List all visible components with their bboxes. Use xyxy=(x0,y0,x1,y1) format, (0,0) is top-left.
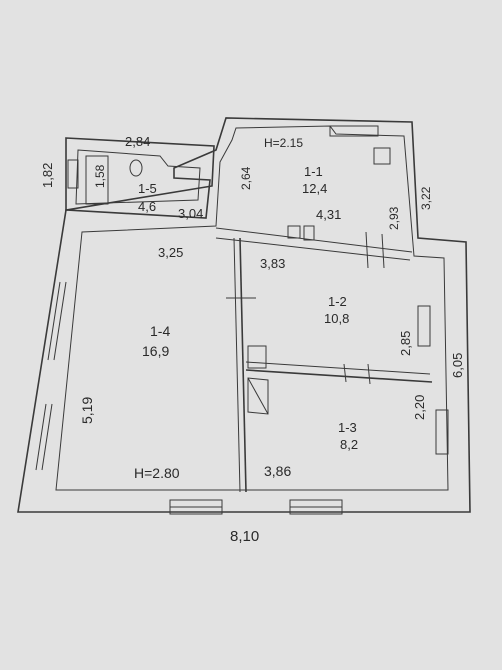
partition-horizontal-inner xyxy=(245,361,431,375)
room-1-3-id: 1-3 xyxy=(338,420,357,435)
room-1-1-area: 12,4 xyxy=(302,181,327,196)
inner-wall xyxy=(55,125,449,491)
window-bottom xyxy=(169,499,343,515)
dim-3-83: 3,83 xyxy=(260,256,285,271)
room-1-5-id: 1-5 xyxy=(138,181,157,196)
height-main-label: H=2.80 xyxy=(134,465,180,481)
dim-1-82: 1,82 xyxy=(40,163,55,188)
dim-2-84: 2,84 xyxy=(125,134,150,149)
dim-2-93: 2,93 xyxy=(387,206,401,230)
room-1-2-id: 1-2 xyxy=(328,294,347,309)
dim-3-04: 3,04 xyxy=(178,206,203,221)
dim-2-20: 2,20 xyxy=(412,395,427,420)
stove-flue-icon xyxy=(247,377,269,415)
room-1-5-area: 4,6 xyxy=(138,199,156,214)
partition-vertical xyxy=(239,237,247,493)
window-left xyxy=(35,281,67,471)
room-1-2-area: 10,8 xyxy=(324,311,349,326)
room-1-1-id: 1-1 xyxy=(304,164,323,179)
sink-icon xyxy=(129,159,143,177)
window-annex xyxy=(67,125,379,189)
dim-1-58: 1,58 xyxy=(93,164,107,188)
dim-6-05: 6,05 xyxy=(450,353,465,378)
boiler-icon xyxy=(373,147,391,165)
dim-2-64: 2,64 xyxy=(239,166,253,190)
toilet-icon xyxy=(85,155,109,205)
room-1-4-area: 16,9 xyxy=(142,343,169,359)
dim-3-25: 3,25 xyxy=(158,245,183,260)
dim-4-31: 4,31 xyxy=(316,207,341,222)
stove-icon xyxy=(247,345,267,369)
room-1-4-id: 1-4 xyxy=(150,323,170,339)
tap-icon xyxy=(287,225,301,239)
partition-top-2 xyxy=(215,237,411,261)
door-marks xyxy=(226,231,385,385)
partition-horizontal xyxy=(245,369,433,383)
outer-wall xyxy=(17,117,471,513)
window-right xyxy=(417,305,449,455)
dim-5-19: 5,19 xyxy=(79,397,95,424)
heater-icon xyxy=(303,225,315,241)
partition-vertical-inner xyxy=(233,237,241,493)
annex-inner-wall xyxy=(75,149,201,205)
room-1-3-area: 8,2 xyxy=(340,437,358,452)
dim-3-22: 3,22 xyxy=(419,186,433,210)
dim-3-86: 3,86 xyxy=(264,463,291,479)
dim-2-85: 2,85 xyxy=(398,331,413,356)
height-annex-label: H=2.15 xyxy=(264,136,303,150)
annex-wall xyxy=(65,137,215,211)
overall-width-label: 8,10 xyxy=(230,528,259,545)
